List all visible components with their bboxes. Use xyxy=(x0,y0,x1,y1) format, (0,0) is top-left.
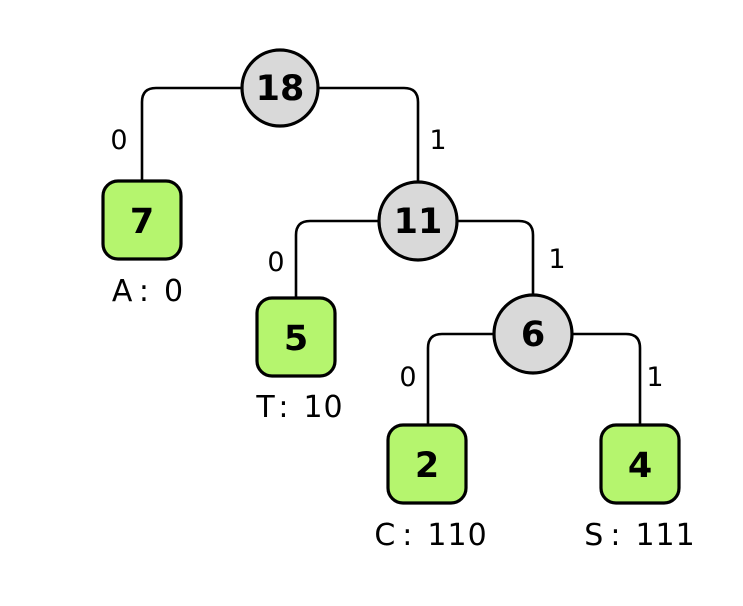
leaf-caption-s-colon: : xyxy=(610,518,621,553)
leaf-caption-s: S:111 xyxy=(584,518,695,553)
edge-bit-root-left: 0 xyxy=(110,125,127,156)
leaf-caption-a-colon: : xyxy=(139,274,150,309)
edge-bit-lower-right: 1 xyxy=(646,362,663,393)
edge-mid-left xyxy=(294,219,381,300)
leaf-caption-a-symbol: A xyxy=(112,274,133,309)
leaf-node-s xyxy=(599,423,681,505)
internal-node-lower xyxy=(492,293,574,375)
edge-mid-right xyxy=(455,219,535,297)
internal-node-mid xyxy=(377,180,459,262)
edge-root-right xyxy=(316,86,420,184)
edge-lower-left xyxy=(426,332,496,428)
leaf-caption-s-code: 111 xyxy=(635,518,695,553)
edge-bit-root-right: 1 xyxy=(429,125,446,156)
internal-node-root xyxy=(240,48,320,128)
leaf-node-a xyxy=(101,179,183,261)
edge-bit-mid-right: 1 xyxy=(548,244,565,275)
leaf-caption-t: T:10 xyxy=(255,390,343,425)
leaf-caption-a: A:0 xyxy=(112,274,184,309)
leaf-caption-c-code: 110 xyxy=(427,518,487,553)
leaf-caption-t-symbol: T xyxy=(255,390,275,425)
leaf-caption-s-symbol: S xyxy=(584,518,604,553)
leaf-caption-t-code: 10 xyxy=(303,390,343,425)
leaf-node-t-value: 5 xyxy=(284,319,308,359)
edge-bit-mid-left: 0 xyxy=(267,247,284,278)
edge-bit-lower-left: 0 xyxy=(399,362,416,393)
leaf-caption-c: C:110 xyxy=(374,518,487,553)
internal-node-mid-value: 11 xyxy=(394,202,443,242)
leaf-caption-c-colon: : xyxy=(402,518,413,553)
leaf-caption-c-symbol: C xyxy=(374,518,396,553)
leaf-node-c-value: 2 xyxy=(415,446,439,486)
internal-node-lower-value: 6 xyxy=(521,315,545,355)
leaf-node-a-value: 7 xyxy=(130,202,154,242)
leaf-node-c xyxy=(386,423,468,505)
leaf-caption-t-colon: : xyxy=(278,390,289,425)
leaf-caption-a-code: 0 xyxy=(164,274,184,309)
edge-lower-right xyxy=(570,332,642,428)
leaf-node-t xyxy=(255,296,337,378)
leaf-node-s-value: 4 xyxy=(628,446,652,486)
internal-node-root-value: 18 xyxy=(256,69,305,109)
edge-root-left xyxy=(140,86,244,183)
